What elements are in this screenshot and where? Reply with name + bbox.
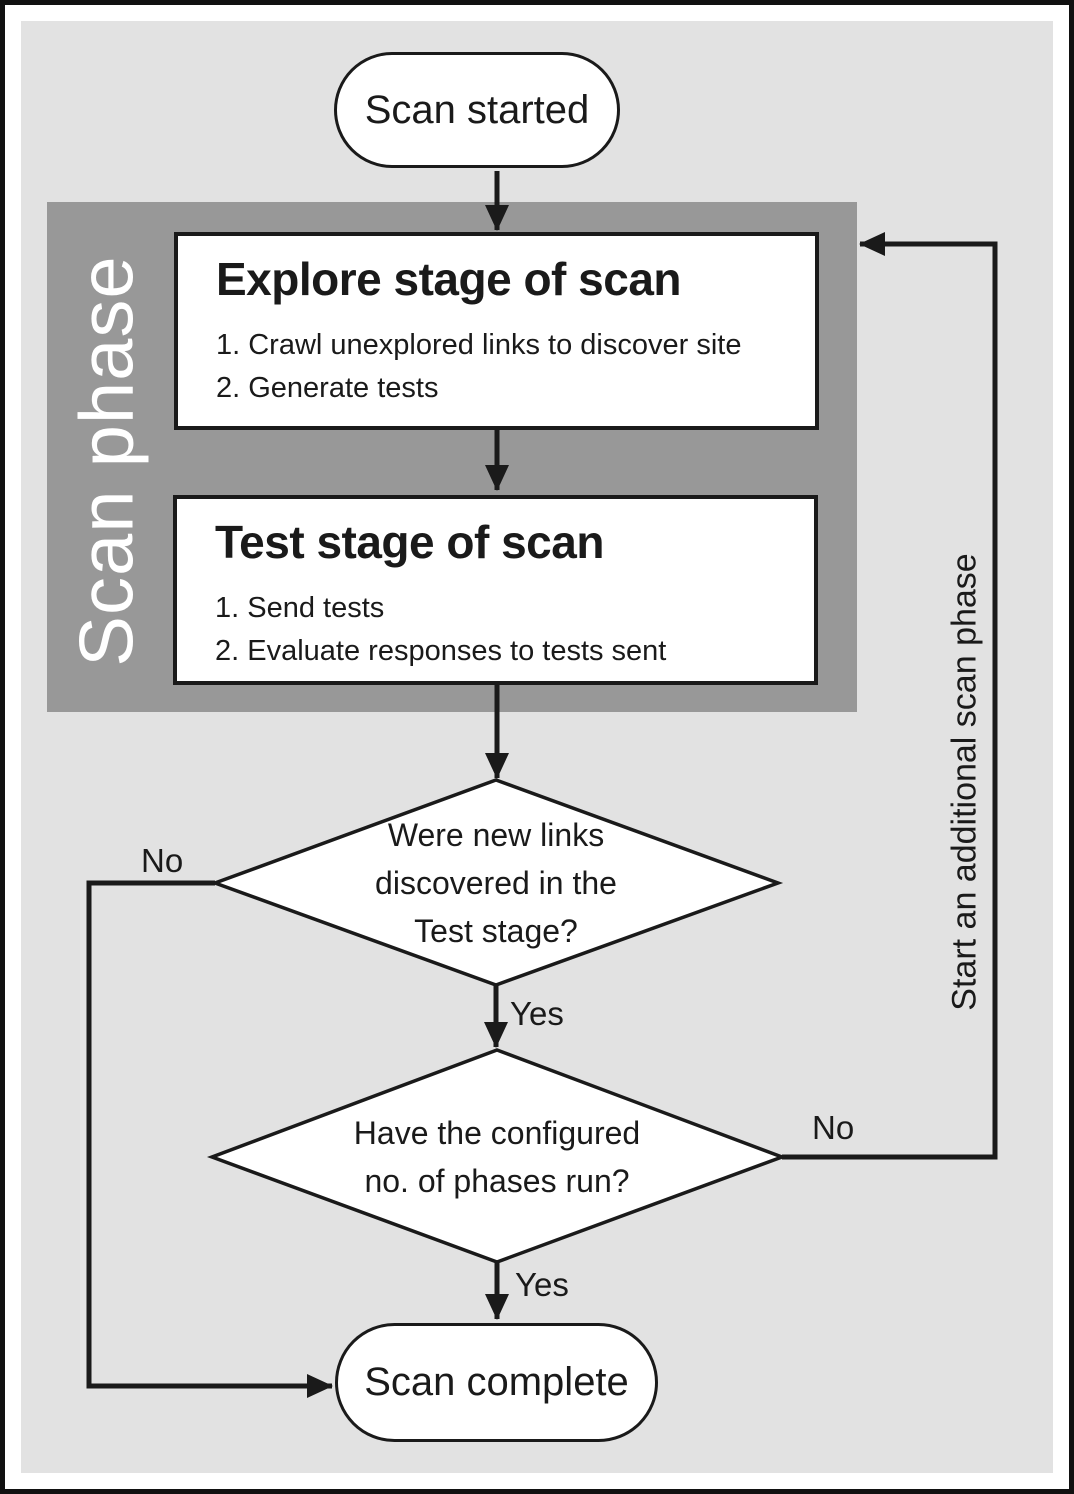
start-node-label: Scan started [364,87,590,132]
test-stage-item: 2. Evaluate responses to tests sent [215,635,667,667]
arrow-decision2-no-loop [782,232,998,1160]
explore-stage-item: 2. Generate tests [216,372,439,404]
start-node: Scan started [334,52,620,168]
decision1-question: Were new links discovered in the Test st… [375,817,617,949]
test-stage-title: Test stage of scan [215,516,604,568]
end-node: Scan complete [335,1323,658,1442]
decision2-yes-label: Yes [515,1266,569,1303]
decision1-diamond [209,778,784,987]
decision2-no-label: No [812,1109,855,1146]
explore-stage-title: Explore stage of scan [216,253,682,305]
flowchart-panel: Scan phase Scan started Explore stage of… [21,21,1053,1473]
explore-stage-item: 1. Crawl unexplored links to discover si… [216,329,742,361]
connector-layer [86,171,998,1398]
end-node-label: Scan complete [364,1360,629,1404]
explore-stage-box: Explore stage of scan 1. Crawl unexplore… [174,232,819,430]
decision2-diamond [206,1048,788,1264]
decision1-yes-label: Yes [510,995,564,1032]
test-stage-box: Test stage of scan 1. Send tests 2. Eval… [173,495,818,685]
arrow-decision1-no-to-complete [86,880,333,1398]
loop-edge-label: Start an additional scan phase [945,553,984,1011]
test-stage-item: 1. Send tests [215,592,385,624]
decision1-no-label: No [141,842,184,879]
decision2-question: Have the configured no. of phases run? [353,1115,641,1199]
